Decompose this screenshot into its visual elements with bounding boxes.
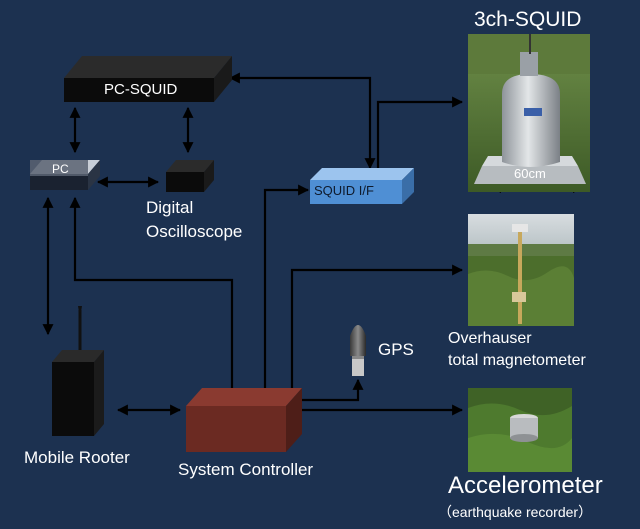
label-mobile-rooter: Mobile Rooter (24, 448, 130, 467)
connector-controller-gps (302, 378, 364, 402)
oscilloscope-box (166, 160, 214, 192)
connector-controller-squidif (263, 184, 310, 388)
squid-if-box (310, 168, 414, 204)
label-gps: GPS (378, 340, 414, 359)
connector-controller-overhauser (290, 264, 464, 388)
label-squid-if: SQUID I/F (314, 183, 374, 198)
label-60cm: 60cm (514, 166, 546, 181)
connector-squidif-3chsquid (376, 96, 464, 168)
label-accelerometer-note: （earthquake recorder） (438, 504, 593, 520)
label-pc: PC (52, 162, 69, 176)
gps-antenna (350, 325, 366, 376)
label-accelerometer: Accelerometer (448, 472, 603, 499)
label-overhauser-line1: Overhauser (448, 330, 532, 347)
label-overhauser-line2: total magnetometer (448, 352, 586, 369)
label-pc-squid: PC-SQUID (104, 81, 178, 98)
pc-box (30, 160, 100, 190)
pc-squid-box (64, 56, 232, 102)
label-system-controller: System Controller (178, 460, 314, 479)
label-3ch-squid: 3ch-SQUID (474, 8, 582, 31)
label-oscilloscope-line1: Digital (146, 198, 194, 217)
photo-3ch-squid (468, 34, 590, 192)
photo-accelerometer (468, 388, 572, 472)
system-controller-box (186, 388, 302, 452)
label-oscilloscope-line2: Oscilloscope (146, 222, 243, 241)
connector-pcsquid-squidif (228, 72, 376, 170)
photo-overhauser (468, 214, 574, 326)
connectors (42, 72, 464, 416)
connector-controller-pc (69, 196, 234, 388)
mobile-rooter-device (52, 306, 104, 436)
